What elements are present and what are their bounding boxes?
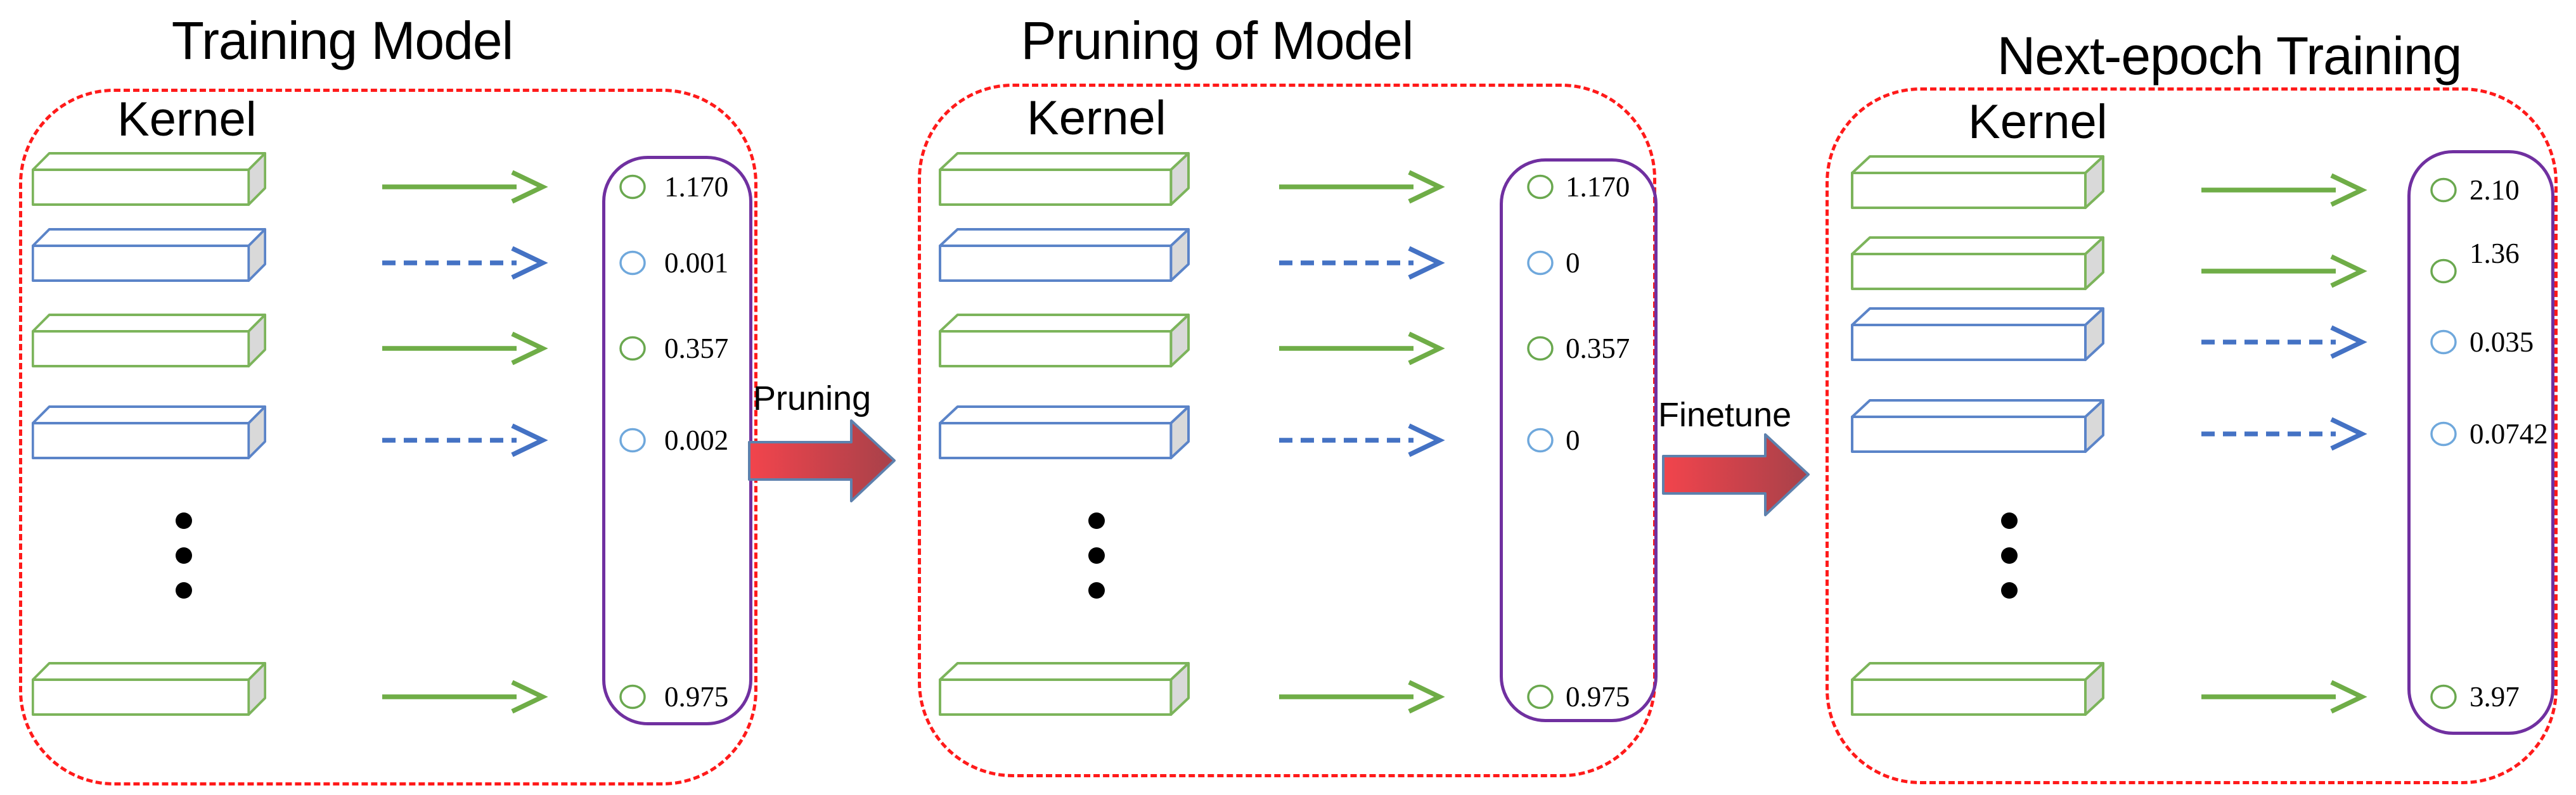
importance-value: 2.10 (2470, 174, 2520, 206)
importance-column (602, 156, 752, 725)
flow-arrow-icon (382, 423, 548, 457)
kernel-bar (939, 228, 1190, 282)
flow-arrow-icon (2201, 325, 2367, 359)
importance-value: 0 (1566, 424, 1580, 456)
kernel-bar (32, 405, 267, 459)
kernel-bar (1851, 236, 2104, 290)
importance-value: 0.0742 (2470, 418, 2548, 450)
dot-icon (1088, 582, 1105, 599)
flow-arrow-icon (1279, 680, 1445, 714)
kernel-bar (1851, 155, 2104, 209)
importance-value: 0.002 (664, 424, 729, 456)
importance-column (1500, 158, 1658, 722)
kernel-bar (939, 314, 1190, 367)
model-boundary (19, 89, 757, 785)
importance-value: 0.001 (664, 247, 729, 279)
dot-icon (2001, 512, 2018, 529)
importance-value: 0.035 (2470, 326, 2534, 358)
importance-value: 0.975 (1566, 681, 1630, 713)
flow-arrow-icon (382, 246, 548, 280)
importance-value: 0.975 (664, 681, 729, 713)
flow-arrow-icon (2201, 254, 2367, 288)
flow-arrow-icon (1279, 246, 1445, 280)
importance-value: 3.97 (2470, 681, 2520, 713)
importance-circle-icon (1527, 428, 1554, 453)
flow-arrow-icon (1279, 331, 1445, 366)
importance-circle-icon (1527, 250, 1554, 276)
flow-arrow-icon (1279, 170, 1445, 204)
dot-icon (176, 512, 192, 529)
importance-column (2407, 150, 2554, 735)
kernel-bar (939, 405, 1190, 459)
panel-title: Training Model (171, 11, 513, 70)
kernel-bar (939, 662, 1190, 716)
flow-arrow-icon (2201, 417, 2367, 451)
importance-circle-icon (619, 174, 646, 200)
kernel-bar (1851, 307, 2104, 361)
flow-arrow-icon (382, 331, 548, 366)
importance-circle-icon (2430, 421, 2457, 447)
model-boundary (1826, 87, 2558, 784)
importance-circle-icon (2430, 684, 2457, 709)
dot-icon (2001, 582, 2018, 599)
importance-circle-icon (1527, 684, 1554, 709)
panel-title: Pruning of Model (1021, 11, 1414, 70)
pruning-label: Pruning (753, 379, 872, 417)
kernel-bar (1851, 399, 2104, 453)
kernel-bar (32, 662, 267, 716)
importance-value: 0.357 (1566, 333, 1630, 364)
importance-circle-icon (2430, 329, 2457, 355)
dot-icon (176, 547, 192, 564)
importance-value: 0.357 (664, 333, 729, 364)
importance-circle-icon (1527, 174, 1554, 200)
importance-value: 1.170 (1566, 171, 1630, 203)
kernel-bar (32, 228, 267, 282)
flow-arrow-icon (1279, 423, 1445, 457)
importance-circle-icon (2430, 258, 2457, 284)
flow-arrow-icon (382, 170, 548, 204)
block-arrow-icon (1662, 433, 1810, 516)
finetune-label: Finetune (1658, 396, 1792, 434)
flow-arrow-icon (2201, 173, 2367, 207)
importance-circle-icon (619, 684, 646, 709)
flow-arrow-icon (2201, 680, 2367, 714)
flow-arrow-icon (382, 680, 548, 714)
dot-icon (2001, 547, 2018, 564)
importance-circle-icon (1527, 336, 1554, 361)
dot-icon (1088, 512, 1105, 529)
dot-icon (176, 582, 192, 599)
importance-value: 1.170 (664, 171, 729, 203)
kernel-bar (939, 152, 1190, 206)
kernel-label: Kernel (1968, 95, 2108, 149)
kernel-label: Kernel (117, 92, 257, 146)
panel-title: Next-epoch Training (1997, 26, 2463, 86)
kernel-label: Kernel (1027, 91, 1166, 145)
importance-circle-icon (619, 250, 646, 276)
block-arrow-icon (748, 419, 896, 502)
importance-circle-icon (2430, 177, 2457, 203)
importance-circle-icon (619, 428, 646, 453)
importance-value: 1.36 (2470, 238, 2520, 269)
kernel-bar (32, 314, 267, 367)
importance-value: 0 (1566, 247, 1580, 279)
kernel-bar (32, 152, 267, 206)
kernel-bar (1851, 662, 2104, 716)
importance-circle-icon (619, 336, 646, 361)
dot-icon (1088, 547, 1105, 564)
